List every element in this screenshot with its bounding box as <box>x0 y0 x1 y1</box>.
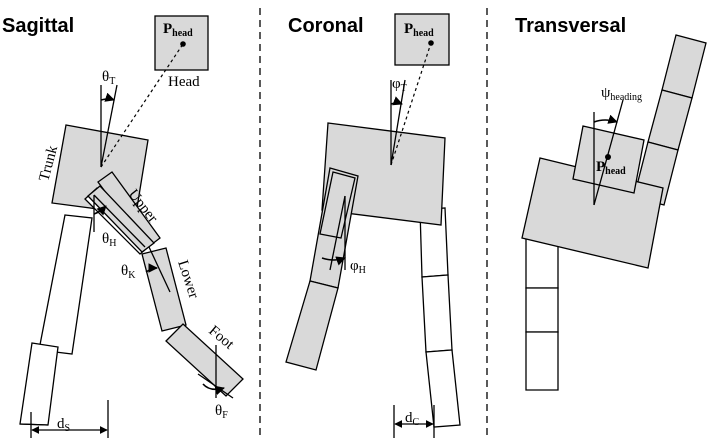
head-point-label: Phead <box>163 21 193 39</box>
phi-t-label: φT <box>392 76 407 94</box>
transversal-panel: Transversal Phead ψheading <box>515 15 707 391</box>
phi-t-arc <box>390 96 403 106</box>
sagittal-panel: Sagittal Phead Head Trunk θT Upper θH Lo… <box>2 15 244 438</box>
coronal-right-lower-leg <box>425 349 461 428</box>
coronal-panel: Coronal Phead φT φH dC <box>285 13 461 438</box>
phi-h-arc <box>321 256 346 266</box>
coronal-head-segment <box>394 13 450 66</box>
transversal-head-point-label: Phead <box>596 159 626 177</box>
ds-label: dS <box>57 416 70 434</box>
transversal-arm-mid <box>647 89 693 151</box>
theta-f-arc <box>202 383 225 395</box>
head-sightline <box>100 43 184 168</box>
theta-t-label: θT <box>102 69 115 87</box>
coronal-right-mid-leg <box>421 274 453 353</box>
transversal-title: Transversal <box>515 15 626 37</box>
back-upper-leg <box>38 214 93 355</box>
theta-h-label: θH <box>102 231 116 249</box>
foot-segment <box>165 323 244 397</box>
coronal-head-point-label: Phead <box>404 21 434 39</box>
sagittal-title: Sagittal <box>2 15 74 37</box>
transversal-leg-mid <box>525 287 559 333</box>
psi-label: ψheading <box>601 85 642 103</box>
back-lower-leg <box>19 342 59 426</box>
psi-arc <box>593 114 618 124</box>
transversal-arm-upper <box>661 34 707 99</box>
theta-k-arc <box>145 263 158 273</box>
dc-label: dC <box>405 410 420 428</box>
coronal-title: Coronal <box>288 15 364 37</box>
phi-h-label: φH <box>350 258 366 276</box>
lower-leg-segment <box>141 247 187 332</box>
theta-t-arc <box>100 92 115 102</box>
theta-h-arc <box>93 205 107 216</box>
transversal-leg-lower <box>525 331 559 391</box>
head-label: Head <box>168 74 200 90</box>
coronal-left-lower-leg <box>285 280 339 371</box>
theta-f-label: θF <box>215 403 228 421</box>
theta-k-label: θK <box>121 263 136 281</box>
